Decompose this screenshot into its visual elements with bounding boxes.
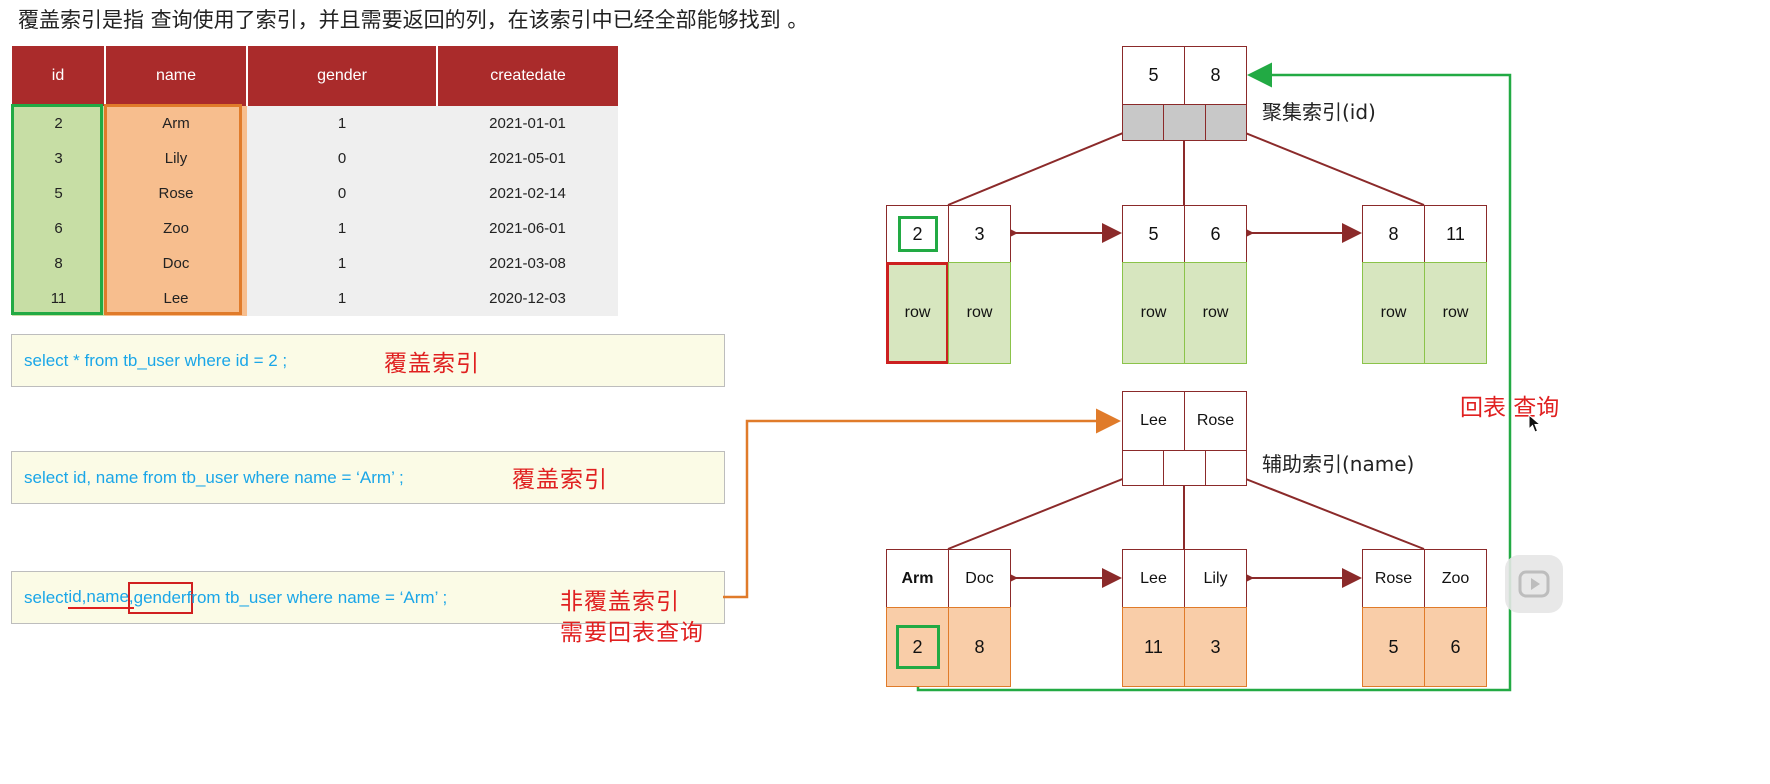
cell-id: 6 <box>12 211 105 246</box>
cell-createdate: 2020-12-03 <box>437 281 618 316</box>
play-icon <box>1518 570 1550 598</box>
clustered-root-pointer <box>1122 104 1164 141</box>
clustered-leaf-key: 11 <box>1424 205 1487 263</box>
cell-name: Lee <box>105 281 247 316</box>
table-row: 11 Lee 1 2020-12-03 <box>12 281 618 316</box>
clustered-leaf-key-text: 2 <box>897 216 938 252</box>
covering-index-tag-2: 覆盖索引 <box>512 467 608 493</box>
clustered-leaf-row: row <box>948 262 1011 364</box>
clustered-root-pointer <box>1163 104 1206 141</box>
clustered-root-key: 5 <box>1122 46 1185 105</box>
clustered-leaf-row: row <box>1184 262 1247 364</box>
secondary-leaf-id: 6 <box>1424 607 1487 687</box>
table-row: 5 Rose 0 2021-02-14 <box>12 176 618 211</box>
user-table: id name gender createdate 2 Arm 1 2021-0… <box>12 46 618 316</box>
secondary-leaf-key: Lee <box>1122 549 1185 608</box>
sql-query-3: select id,name,gender from tb_user where… <box>24 572 447 623</box>
cell-name: Lily <box>105 141 247 176</box>
cell-name: Arm <box>105 106 247 141</box>
secondary-leaf-id: 5 <box>1362 607 1425 687</box>
secondary-root-key: Rose <box>1184 391 1247 451</box>
page-title: 覆盖索引是指 查询使用了索引，并且需要返回的列，在该索引中已经全部能够找到 。 <box>18 8 809 32</box>
sql-suffix: from tb_user where name = ‘Arm’ ; <box>186 587 448 607</box>
table-row: 2 Arm 1 2021-01-01 <box>12 106 618 141</box>
cell-gender: 0 <box>247 141 437 176</box>
back-query-label: 回表 查询 <box>1460 395 1560 421</box>
secondary-index-label: 辅助索引(name) <box>1262 452 1415 476</box>
sql-box-2: select id, name from tb_user where name … <box>11 451 725 504</box>
table-row: 6 Zoo 1 2021-06-01 <box>12 211 618 246</box>
cell-id: 3 <box>12 141 105 176</box>
table-row: 8 Doc 1 2021-03-08 <box>12 246 618 281</box>
clustered-root-pointer <box>1205 104 1247 141</box>
cell-gender: 1 <box>247 246 437 281</box>
secondary-leaf-id-text: 2 <box>895 625 940 669</box>
clustered-leaf-row: row <box>1424 262 1487 364</box>
secondary-root-pointer <box>1122 450 1164 486</box>
cell-id: 5 <box>12 176 105 211</box>
cell-id: 8 <box>12 246 105 281</box>
header-gender: gender <box>247 46 438 106</box>
sql-box-3: select id,name,gender from tb_user where… <box>11 571 725 624</box>
non-covering-tag: 非覆盖索引 <box>560 589 680 615</box>
header-name: name <box>105 46 248 106</box>
clustered-leaf-key: 8 <box>1362 205 1425 263</box>
cell-createdate: 2021-05-01 <box>437 141 618 176</box>
secondary-root-pointer <box>1163 450 1206 486</box>
clustered-leaf-row: row <box>1122 262 1185 364</box>
sql-gender: gender <box>127 581 193 614</box>
cell-createdate: 2021-02-14 <box>437 176 618 211</box>
back-query-needed-tag: 需要回表查询 <box>560 620 704 646</box>
cell-name: Rose <box>105 176 247 211</box>
sql-query-2: select id, name from tb_user where name … <box>24 467 404 487</box>
clustered-leaf-row: row <box>1362 262 1425 364</box>
clustered-leaf-key: 2 <box>886 205 949 263</box>
secondary-leaf-id: 11 <box>1122 607 1185 687</box>
secondary-root-key: Lee <box>1122 391 1185 451</box>
table-row: 3 Lily 0 2021-05-01 <box>12 141 618 176</box>
cell-gender: 1 <box>247 211 437 246</box>
cell-createdate: 2021-03-08 <box>437 246 618 281</box>
clustered-leaf-key: 5 <box>1122 205 1185 263</box>
cell-id: 2 <box>12 106 105 141</box>
cell-gender: 0 <box>247 176 437 211</box>
cell-gender: 1 <box>247 281 437 316</box>
cell-id: 11 <box>12 281 105 316</box>
secondary-leaf-key: Lily <box>1184 549 1247 608</box>
secondary-leaf-key: Zoo <box>1424 549 1487 608</box>
covering-index-tag-1: 覆盖索引 <box>384 351 480 377</box>
secondary-leaf-id: 8 <box>948 607 1011 687</box>
secondary-leaf-key: Doc <box>948 549 1011 608</box>
secondary-leaf-key: Arm <box>886 549 949 608</box>
play-button[interactable] <box>1505 555 1563 613</box>
cell-createdate: 2021-01-01 <box>437 106 618 141</box>
clustered-index-label: 聚集索引(id) <box>1262 100 1376 124</box>
clustered-leaf-key: 3 <box>948 205 1011 263</box>
cell-gender: 1 <box>247 106 437 141</box>
secondary-root-pointer <box>1205 450 1247 486</box>
clustered-leaf-row: row <box>886 262 949 364</box>
sql-box-1: select * from tb_user where id = 2 ; <box>11 334 725 387</box>
sql-id-name: id,name, <box>68 587 134 609</box>
secondary-leaf-id: 3 <box>1184 607 1247 687</box>
cell-name: Doc <box>105 246 247 281</box>
header-id: id <box>12 46 106 106</box>
cell-name: Zoo <box>105 211 247 246</box>
sql-query-1: select * from tb_user where id = 2 ; <box>24 350 288 370</box>
clustered-root-key: 8 <box>1184 46 1247 105</box>
table-header-row: id name gender createdate <box>12 46 618 106</box>
secondary-leaf-id: 2 <box>886 607 949 687</box>
header-createdate: createdate <box>437 46 618 106</box>
clustered-leaf-key: 6 <box>1184 205 1247 263</box>
cell-createdate: 2021-06-01 <box>437 211 618 246</box>
secondary-leaf-key: Rose <box>1362 549 1425 608</box>
mouse-cursor-icon <box>1528 414 1542 433</box>
sql-prefix: select <box>24 587 69 607</box>
